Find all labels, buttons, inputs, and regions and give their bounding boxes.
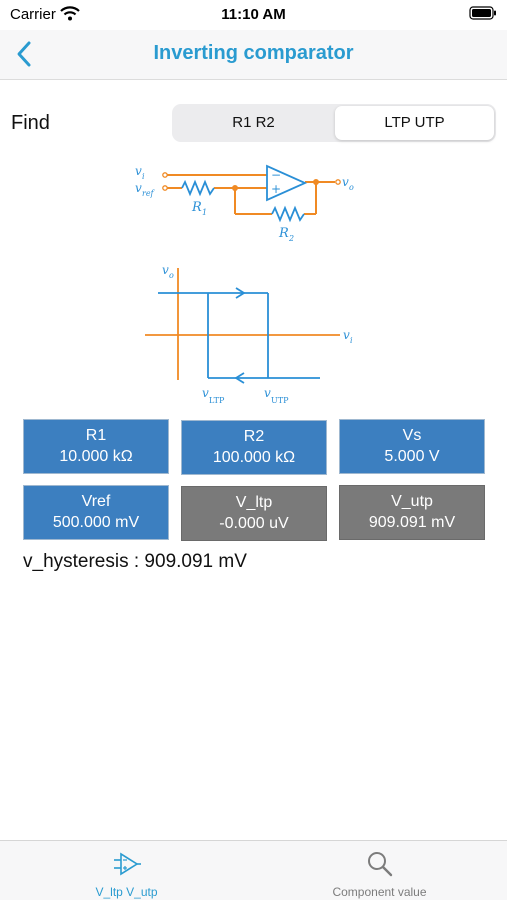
vref-terminal xyxy=(162,185,168,191)
vi-terminal xyxy=(162,172,168,178)
hysteresis-loop xyxy=(158,292,320,379)
v-ltp-value: -0.000 uV xyxy=(219,515,289,532)
v-utp-result: V_utp 909.091 mV xyxy=(339,485,485,540)
tab-label-v-ltp-v-utp: V_ltp V_utp xyxy=(95,885,158,899)
right-arrow-icon xyxy=(235,287,246,299)
r2-value-button[interactable]: R2 100.000 kΩ xyxy=(181,420,327,475)
tab-component-value[interactable]: Component value xyxy=(253,841,506,900)
r2-name: R2 xyxy=(243,428,265,445)
vi-axis-label: v xyxy=(343,328,350,342)
vref-value-button[interactable]: Vref 500.000 mV xyxy=(23,485,169,540)
vi-subscript: i xyxy=(142,172,145,181)
opamp-icon xyxy=(114,852,141,876)
vref-subscript: ref xyxy=(142,189,156,198)
segment-r1-r2[interactable]: R1 R2 xyxy=(232,114,275,131)
vs-value-button[interactable]: Vs 5.000 V xyxy=(339,419,485,474)
vref-label: v xyxy=(135,181,142,195)
vo-subscript: o xyxy=(349,183,354,192)
hysteresis-result: v_hysteresis : 909.091 mV xyxy=(23,551,247,572)
segment-ltp-utp[interactable]: LTP UTP xyxy=(335,106,494,140)
opamp-plus-sign: + xyxy=(271,182,281,196)
page-title: Inverting comparator xyxy=(153,42,354,64)
vltp-label: v xyxy=(202,386,209,400)
r1-subscript: 1 xyxy=(202,208,207,217)
tab-label-component-value: Component value xyxy=(332,885,427,899)
r1-value: 10.000 kΩ xyxy=(59,448,133,465)
vref-name: Vref xyxy=(81,493,111,510)
vref-value: 500.000 mV xyxy=(52,514,140,531)
status-time: 11:10 AM xyxy=(221,6,286,23)
r2-subscript: 2 xyxy=(288,234,294,243)
vi-label: v xyxy=(135,164,142,178)
vltp-subscript: LTP xyxy=(209,396,225,405)
vo-axis-subscript: o xyxy=(169,271,174,280)
v-ltp-name: V_ltp xyxy=(235,494,273,511)
vs-name: Vs xyxy=(402,427,422,444)
find-label: Find xyxy=(11,112,50,134)
opamp-minus-sign: − xyxy=(271,168,281,182)
chevron-left-icon[interactable] xyxy=(14,40,34,68)
vo-axis-label: v xyxy=(162,263,169,277)
vutp-label: v xyxy=(264,386,271,400)
v-ltp-result: V_ltp -0.000 uV xyxy=(181,486,327,541)
r2-label: R xyxy=(278,226,289,241)
tab-v-ltp-v-utp[interactable]: V_ltp V_utp xyxy=(0,841,253,900)
wifi-icon xyxy=(60,6,80,21)
r1-value-button[interactable]: R1 10.000 kΩ xyxy=(23,419,169,474)
hysteresis-diagram: v o v i v LTP v UTP xyxy=(145,263,353,405)
comparator-circuit-diagram: − + v i v ref R 1 R 2 v o xyxy=(135,164,354,243)
carrier-label: Carrier xyxy=(10,6,56,23)
vo-terminal xyxy=(335,179,341,185)
v-utp-value: 909.091 mV xyxy=(368,514,456,531)
vo-label: v xyxy=(342,175,349,189)
v-utp-name: V_utp xyxy=(391,493,433,510)
navigation-bar: Inverting comparator xyxy=(0,30,507,80)
search-icon xyxy=(368,852,393,877)
status-bar: Carrier 11:10 AM xyxy=(0,0,507,30)
vs-value: 5.000 V xyxy=(384,448,440,465)
find-segmented-control: R1 R2 LTP UTP xyxy=(172,104,496,142)
vi-axis-subscript: i xyxy=(350,336,353,345)
left-arrow-icon xyxy=(234,372,245,384)
circuit-wires xyxy=(167,174,335,215)
opamp-triangle xyxy=(266,164,308,202)
vutp-subscript: UTP xyxy=(271,396,289,405)
battery-icon xyxy=(469,6,496,20)
tab-bar: V_ltp V_utp Component value xyxy=(0,840,507,900)
r1-label: R xyxy=(191,200,202,215)
resistor-r2 xyxy=(271,205,305,223)
r1-name: R1 xyxy=(85,427,107,444)
output-node xyxy=(313,179,319,185)
r2-value: 100.000 kΩ xyxy=(212,449,296,466)
resistor-r1 xyxy=(181,179,215,197)
junction-node xyxy=(232,185,238,191)
